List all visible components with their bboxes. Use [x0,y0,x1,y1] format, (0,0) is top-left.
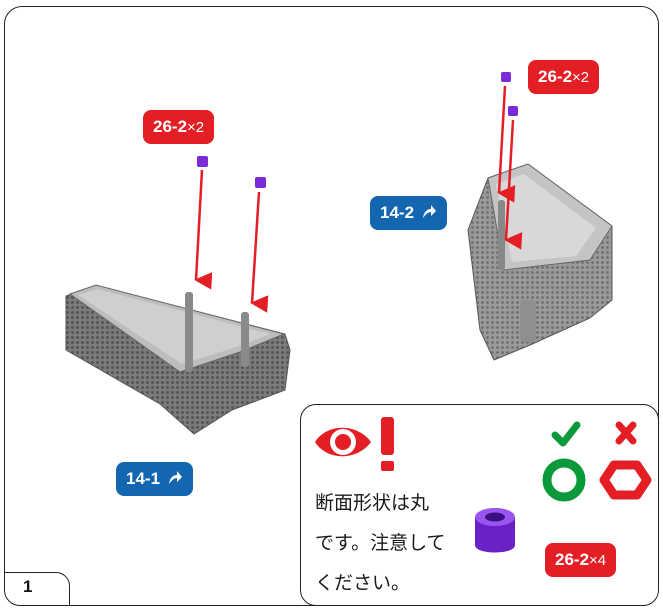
pin-arrow-left-1 [194,156,213,290]
pin-arrow-left-2 [250,177,269,313]
part-label-14-1: 14-1 [116,462,193,496]
hex-profile-icon [599,460,652,500]
curved-arrow-icon [168,471,182,484]
note-graphics [315,417,652,553]
tray-part-14-2 [467,163,613,361]
exclamation-icon [381,417,394,471]
step-number: 1 [23,577,33,596]
pin-cylinder-icon [475,508,515,553]
pin-arrow-right-1 [497,72,516,203]
note-line: です。注意して [315,532,446,554]
check-icon [551,421,581,447]
eye-icon [315,427,371,457]
cross-icon [615,421,637,445]
note-line: ください。 [315,572,411,594]
pin-arrow-right-2 [504,106,523,250]
part-label-14-2: 14-2 [370,196,447,230]
step-tab: 1 [4,572,70,606]
note-text: 断面形状は丸 です。注意して ください。 [315,483,446,603]
round-profile-icon [542,458,586,502]
caution-note: 断面形状は丸 です。注意して ください。 26-2×4 [300,404,659,606]
pin-label-left: 26-2×2 [143,110,215,144]
pin-label-right: 26-2×2 [528,60,600,94]
tray-part-14-1 [65,284,291,435]
pin-count-tag: 26-2×4 [545,543,617,577]
note-line: 断面形状は丸 [315,492,430,514]
curved-arrow-icon [422,205,436,218]
